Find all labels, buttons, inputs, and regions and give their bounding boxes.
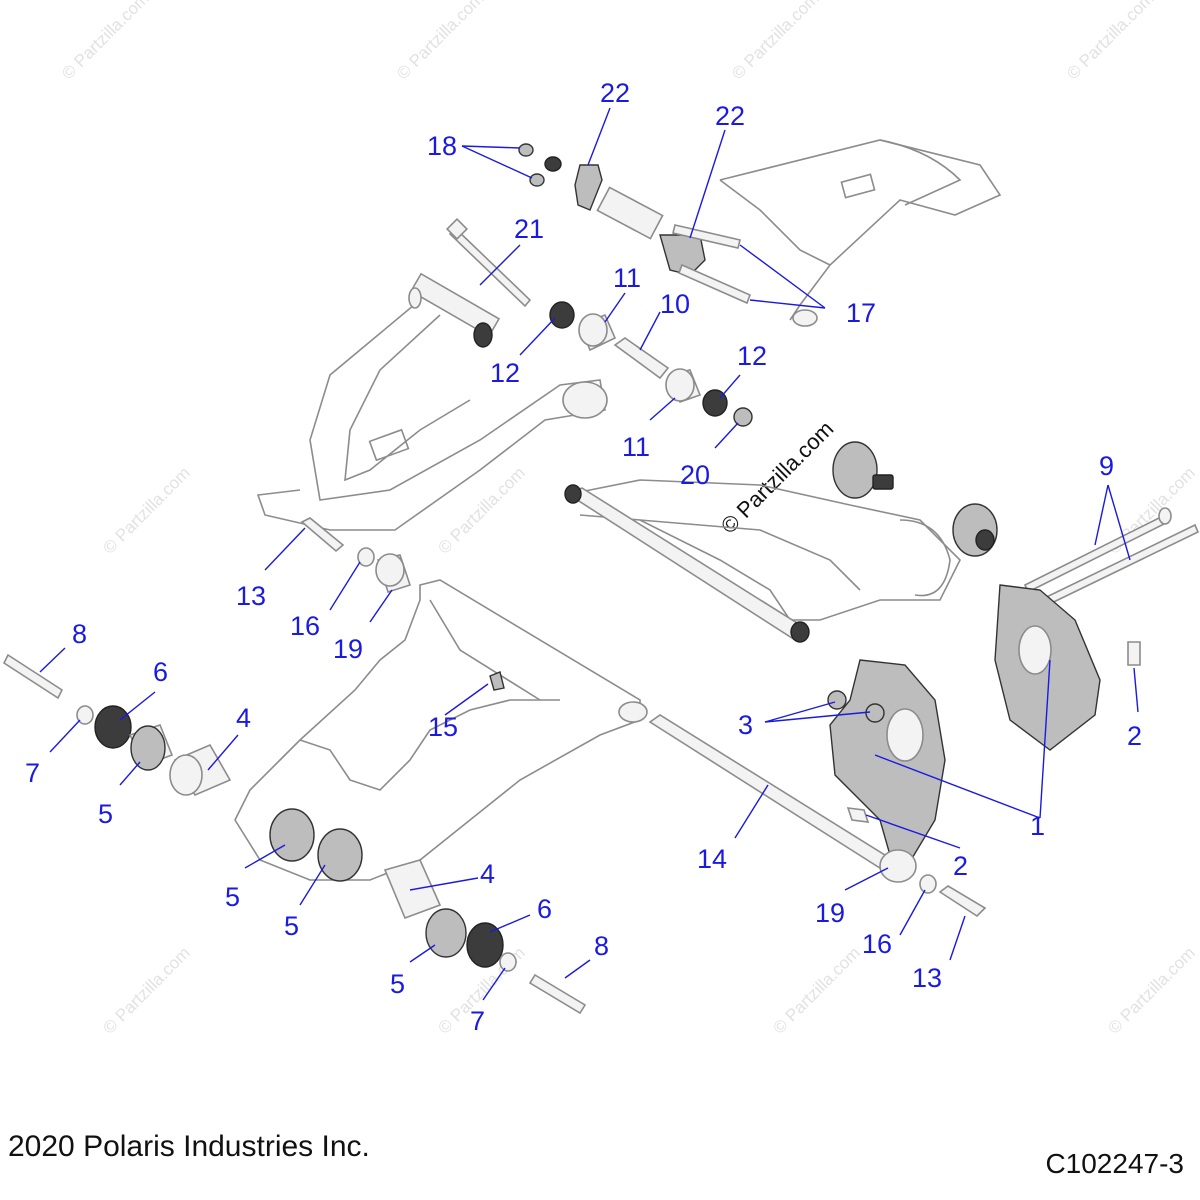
bolts-9	[1023, 507, 1200, 614]
watermark: © Partzilla.com	[728, 0, 822, 83]
bolt-13-upper	[300, 517, 345, 553]
diagram-code: C102247-3	[1045, 1148, 1184, 1179]
bolt-2-lower	[846, 807, 870, 823]
callout-15: 15	[428, 712, 458, 742]
washer-12-left	[549, 301, 575, 329]
upper-pivot-shaft	[408, 272, 501, 348]
nut-20	[733, 407, 753, 427]
watermark-center: © Partzilla.com	[716, 416, 839, 539]
watermark: © Partzilla.com	[1104, 943, 1198, 1037]
watermark: © Partzilla.com	[393, 0, 487, 83]
bolt-13-lower	[938, 885, 987, 918]
callout-6: 6	[537, 894, 552, 924]
sleeve-10	[613, 337, 670, 380]
callout-9: 9	[1099, 451, 1114, 481]
washer-16-lower	[919, 874, 937, 894]
watermark: © Partzilla.com	[58, 0, 152, 83]
callout-7: 7	[470, 1006, 485, 1036]
bolt-17a	[672, 224, 741, 249]
callout-4: 4	[480, 859, 495, 889]
bushing-19-upper	[375, 553, 412, 594]
watermark: © Partzilla.com	[1063, 0, 1157, 83]
nut-3b	[865, 703, 885, 723]
nut-18b	[529, 173, 545, 187]
bearing-5-left	[128, 724, 174, 771]
callout-10: 10	[660, 289, 690, 319]
washer-7-left	[76, 705, 94, 725]
callout-17: 17	[846, 298, 876, 328]
callout-labels: 1 2 2 3 4 4 5 5 5 5 6 6 7 7 8 8 9 10 11 …	[25, 78, 1142, 1036]
washer-6-right	[466, 922, 504, 968]
callout-12: 12	[737, 341, 767, 371]
bracket-22-left	[544, 156, 603, 211]
bushing-4-left	[169, 743, 232, 797]
shock-bushing-upper	[832, 441, 894, 499]
callout-8: 8	[594, 931, 609, 961]
bushing-11-left	[578, 313, 617, 352]
bolt-17b	[677, 263, 752, 305]
upper-a-arm-top	[719, 139, 1002, 327]
callout-22: 22	[600, 78, 630, 108]
shock-bushing-lower	[952, 503, 998, 557]
callout-13: 13	[912, 963, 942, 993]
leader-lines	[39, 107, 1139, 1001]
bracket-plate-1-back	[994, 584, 1101, 751]
nut-3a	[827, 690, 847, 710]
callout-7: 7	[25, 758, 40, 788]
callout-5: 5	[98, 799, 113, 829]
callout-6: 6	[153, 657, 168, 687]
callout-22: 22	[715, 101, 745, 131]
watermark: © Partzilla.com	[99, 463, 193, 557]
callout-2: 2	[1127, 721, 1142, 751]
callout-5: 5	[284, 911, 299, 941]
watermark: © Partzilla.com	[99, 943, 193, 1037]
callout-16: 16	[290, 611, 320, 641]
bolt-8-right	[528, 973, 587, 1015]
upper-a-arm-middle	[256, 299, 608, 531]
callout-12: 12	[490, 358, 520, 388]
bolt-21	[445, 217, 532, 308]
lower-right-pivot-rod	[564, 484, 810, 643]
upper-shaft	[596, 186, 664, 240]
callout-5: 5	[225, 882, 240, 912]
grease-fitting-15	[489, 671, 505, 691]
callout-11: 11	[622, 432, 650, 462]
callout-8: 8	[72, 619, 87, 649]
callout-14: 14	[697, 844, 727, 874]
lower-a-arm-right	[564, 479, 961, 621]
bushing-19-lower	[879, 849, 917, 883]
bushing-11-right	[665, 368, 702, 404]
washer-7-right	[499, 952, 517, 972]
watermark: © Partzilla.com	[769, 943, 863, 1037]
washer-16-upper	[357, 547, 375, 567]
bolt-8-left	[2, 653, 64, 700]
copyright-text: 2020 Polaris Industries Inc.	[8, 1130, 370, 1163]
callout-13: 13	[236, 581, 266, 611]
callout-20: 20	[680, 460, 710, 490]
callout-3: 3	[738, 710, 753, 740]
callout-21: 21	[514, 214, 544, 244]
lower-a-arm-main	[234, 579, 648, 881]
callout-19: 19	[815, 898, 845, 928]
bearing-5-right	[425, 908, 467, 958]
callout-4: 4	[236, 703, 251, 733]
callout-1: 1	[1030, 811, 1045, 841]
callout-18: 18	[427, 131, 457, 161]
callout-11: 11	[613, 263, 641, 293]
watermark: © Partzilla.com	[434, 463, 528, 557]
nut-18a	[518, 143, 534, 157]
bolt-2-right	[1127, 641, 1141, 666]
callout-5: 5	[390, 969, 405, 999]
callout-2: 2	[953, 851, 968, 881]
callout-16: 16	[862, 929, 892, 959]
callout-19: 19	[333, 634, 363, 664]
washer-6-left	[94, 705, 132, 749]
